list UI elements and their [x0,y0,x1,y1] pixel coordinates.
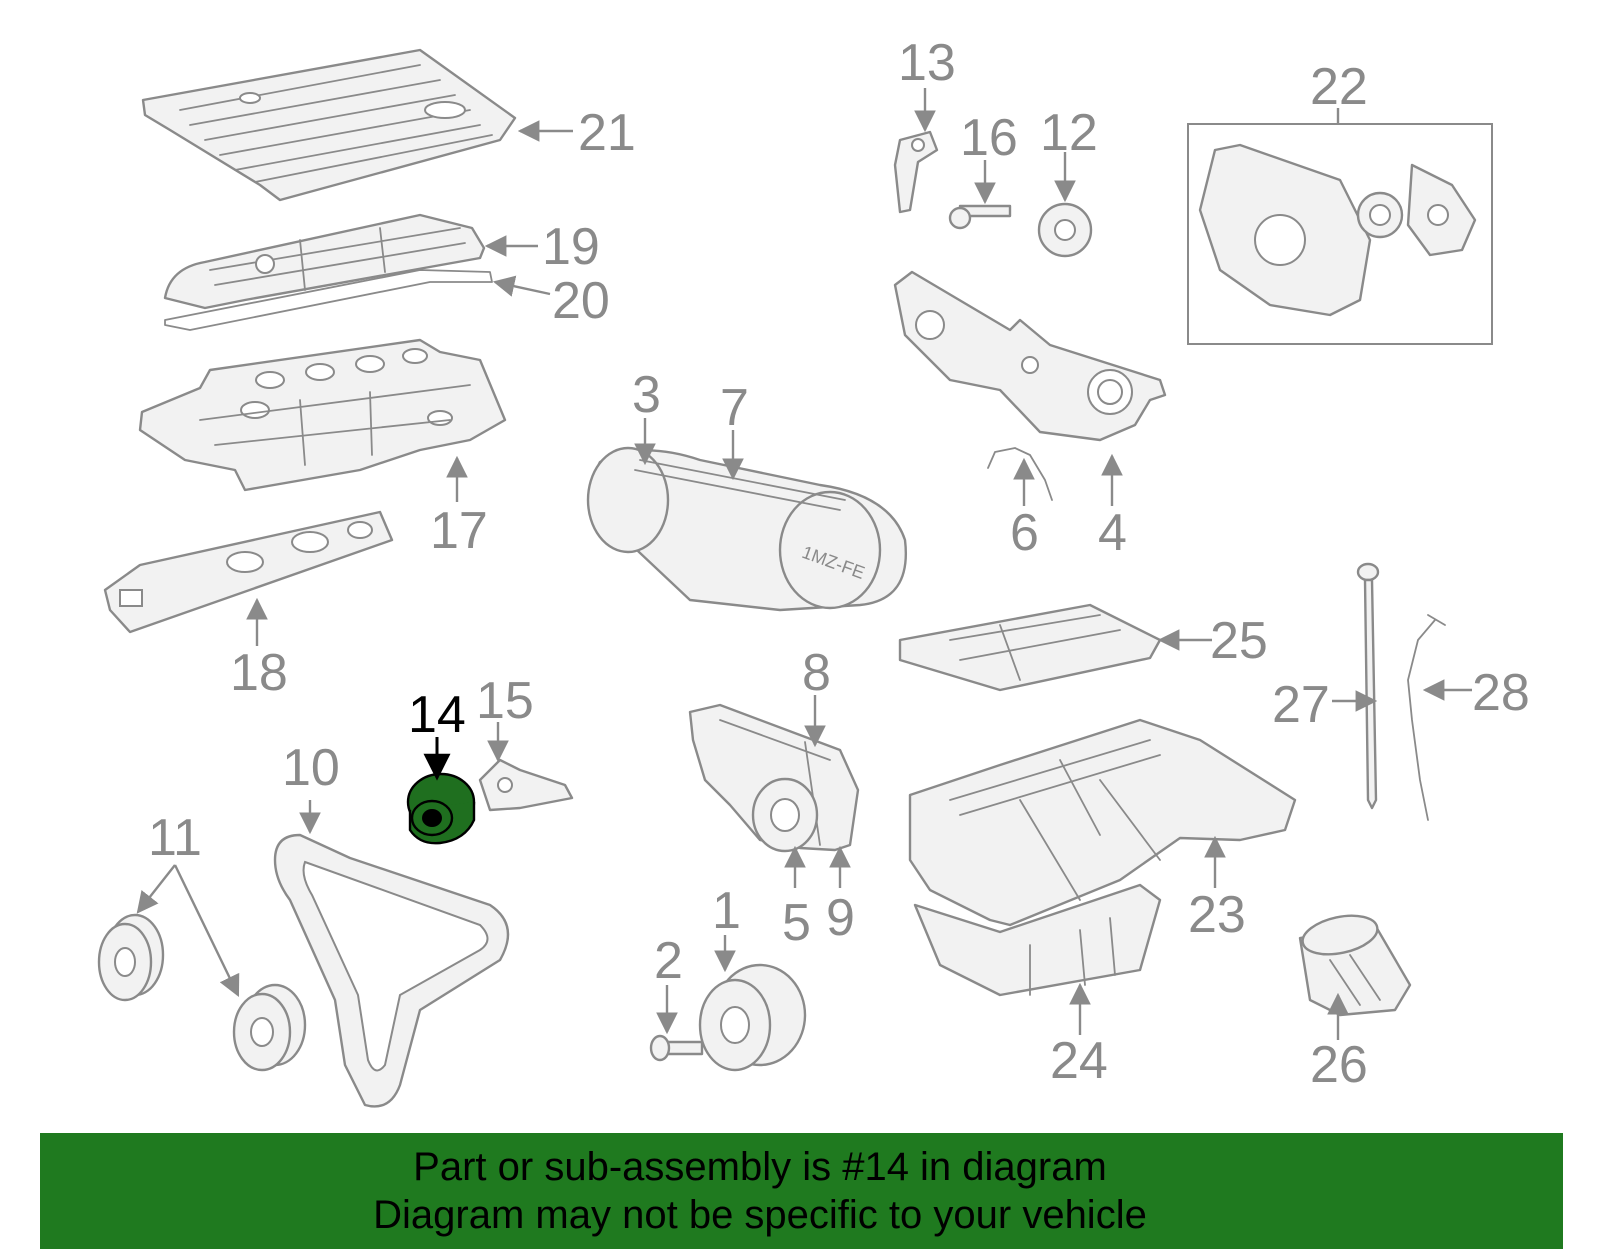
callout-28: 28 [1472,664,1530,722]
callout-27: 27 [1272,676,1330,734]
part-19-cylinder-head-cover[interactable] [163,213,486,310]
part-28-dipstick-guide[interactable] [1407,614,1446,821]
callout-18: 18 [230,644,288,702]
callout-25: 25 [1210,612,1268,670]
callout-7: 7 [720,379,749,437]
banner-line-disclaimer: Diagram may not be specific to your vehi… [373,1193,1147,1237]
callout-17: 17 [430,502,488,560]
part-6-bracket[interactable] [987,447,1053,501]
part-10-timing-belt[interactable] [273,833,510,1108]
callout-4: 4 [1098,504,1127,562]
part-15-idler-bracket[interactable] [478,758,574,812]
callout-19: 19 [542,218,600,276]
callout-14-highlighted: 14 [408,686,466,744]
part-26-oil-filter[interactable] [1298,909,1412,1017]
info-banner: Part or sub-assembly is #14 in diagram D… [40,1133,1563,1249]
part-22-oil-pump-assembly[interactable] [1187,123,1493,345]
banner-text: Part or sub-assembly is #14 in diagram D… [40,1143,1480,1239]
callout-26: 26 [1310,1036,1368,1094]
callout-10: 10 [282,739,340,797]
callout-15: 15 [476,672,534,730]
part-1-crankshaft-pulley[interactable] [698,963,807,1072]
callout-1: 1 [712,882,741,940]
part-14-tensioner-pulley[interactable] [406,772,476,845]
part-17-intake-manifold[interactable] [138,338,507,492]
part-13-sensor[interactable] [893,130,939,214]
part-11-camshaft-timing-pulleys[interactable] [97,913,307,1072]
part-25-oil-baffle[interactable] [898,603,1162,692]
part-2-pulley-bolt[interactable] [649,1034,704,1062]
callout-3: 3 [632,366,661,424]
callout-16: 16 [960,109,1018,167]
callout-6: 6 [1010,504,1039,562]
callout-5: 5 [782,894,811,952]
banner-line-part-number: Part or sub-assembly is #14 in diagram [413,1145,1107,1189]
part-3-7-timing-belt-cover[interactable]: 1MZ-FE [586,446,907,612]
callout-11: 11 [148,809,202,867]
part-18-intake-manifold-gasket[interactable] [103,510,394,634]
callout-13: 13 [898,34,956,92]
callout-9: 9 [826,889,855,947]
part-24-oil-pan-lower[interactable] [913,883,1162,997]
callout-12: 12 [1040,104,1098,162]
part-12-idler-pulley[interactable] [1037,202,1093,258]
part-4-timing-belt-plate[interactable] [893,270,1167,442]
callout-labels: 21 19 20 17 18 3 7 13 16 12 22 6 4 25 27… [148,34,1530,1094]
leader-lines [136,88,1472,1040]
part-20-head-cover-gasket[interactable] [164,269,493,331]
callout-22: 22 [1310,58,1368,116]
callout-8: 8 [802,644,831,702]
callout-2: 2 [654,932,683,990]
callout-23: 23 [1188,886,1246,944]
callout-21: 21 [578,104,636,162]
callout-20: 20 [552,272,610,330]
part-8-water-pump-housing[interactable] [688,703,860,853]
part-21-engine-cover[interactable] [141,48,517,202]
callout-24: 24 [1050,1032,1108,1090]
part-16-bolt[interactable] [948,204,1012,230]
part-27-oil-dipstick[interactable] [1356,562,1380,810]
